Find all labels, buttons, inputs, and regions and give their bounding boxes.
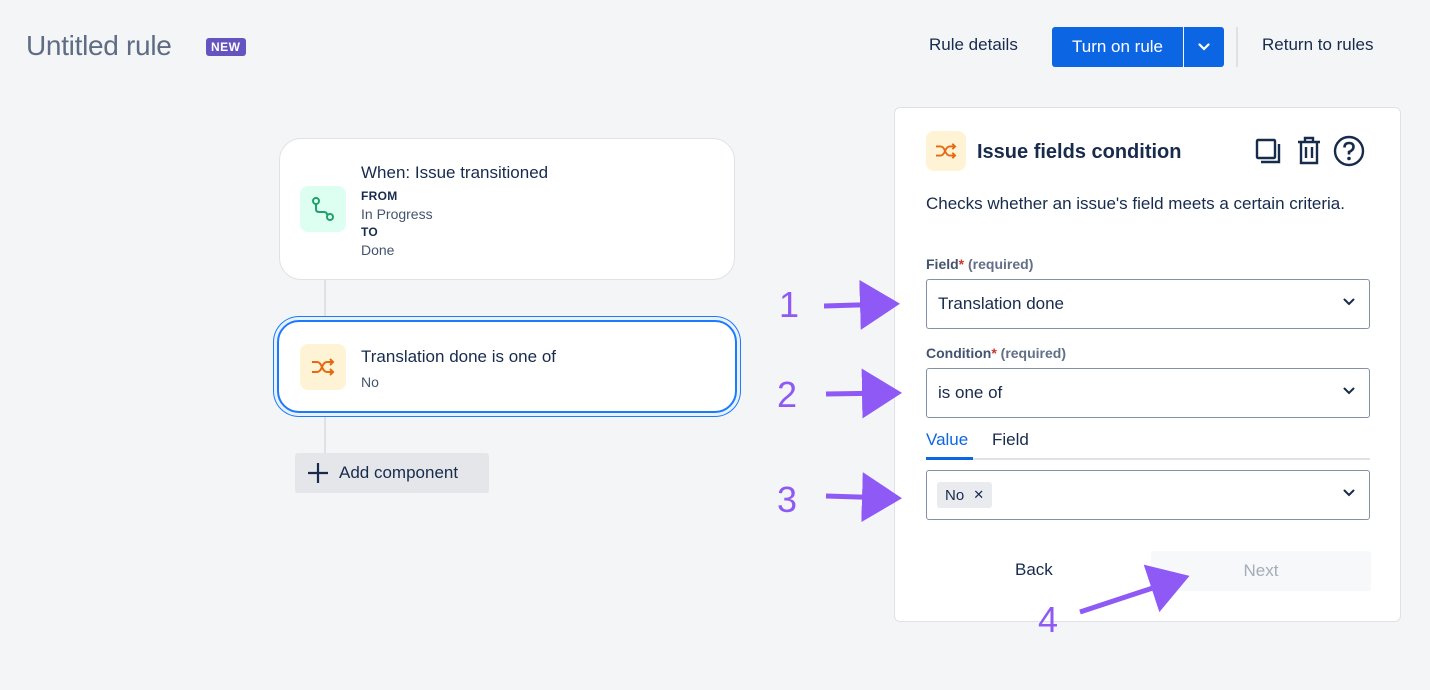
panel-title: Issue fields condition (977, 141, 1182, 163)
condition-select[interactable]: is one of (926, 368, 1370, 418)
tab-field[interactable]: Field (992, 430, 1029, 449)
annotation-arrow-3 (825, 472, 902, 523)
back-button[interactable]: Back (1015, 560, 1053, 579)
from-label: FROM (361, 189, 398, 203)
value-tag: No ✕ (937, 482, 993, 508)
annotation-arrow-1 (823, 279, 900, 330)
trigger-title: When: Issue transitioned (361, 163, 549, 182)
shuffle-icon (300, 344, 346, 390)
add-component-label: Add component (339, 463, 459, 482)
condition-subtitle: No (361, 374, 379, 390)
annotation-4: 4 (1038, 599, 1059, 640)
plus-icon (307, 462, 329, 484)
condition-title: Translation done is one of (361, 347, 556, 366)
duplicate-icon[interactable] (1251, 134, 1285, 168)
annotation-arrow-2 (825, 368, 902, 419)
chevron-down-icon (1198, 43, 1210, 51)
condition-select-value: is one of (938, 383, 1003, 402)
annotation-arrow-4 (1079, 564, 1190, 615)
condition-panel: Issue fields condition Checks whether an… (894, 107, 1401, 622)
value-tag-label: No (945, 486, 965, 504)
flow-connector (324, 280, 326, 320)
annotation-1: 1 (779, 284, 800, 325)
panel-description: Checks whether an issue's field meets a … (926, 194, 1345, 213)
turn-on-options-button[interactable] (1184, 27, 1224, 67)
field-select[interactable]: Translation done (926, 279, 1370, 329)
trash-icon[interactable] (1292, 134, 1326, 168)
field-select-value: Translation done (938, 294, 1065, 313)
chevron-down-icon (1343, 489, 1355, 497)
turn-on-rule-button[interactable]: Turn on rule (1052, 27, 1183, 67)
tab-value[interactable]: Value (926, 430, 969, 449)
annotation-3: 3 (777, 479, 798, 520)
chevron-down-icon (1343, 387, 1355, 395)
from-value: In Progress (361, 206, 433, 222)
header-divider (1236, 27, 1238, 67)
condition-label: Condition* (required) (926, 345, 1066, 361)
return-to-rules-link[interactable]: Return to rules (1262, 35, 1374, 54)
add-component-button[interactable]: Add component (295, 453, 489, 493)
trigger-card[interactable]: When: Issue transitioned FROM In Progres… (279, 138, 735, 280)
page-title: Untitled rule (26, 30, 172, 61)
rule-details-link[interactable]: Rule details (929, 35, 1018, 54)
chevron-down-icon (1343, 298, 1355, 306)
transition-icon (300, 186, 346, 232)
new-badge: NEW (206, 38, 246, 56)
field-label: Field* (required) (926, 256, 1034, 272)
annotation-2: 2 (777, 374, 798, 415)
to-label: TO (361, 225, 379, 239)
to-value: Done (361, 242, 395, 258)
shuffle-icon (926, 131, 966, 171)
flow-connector (324, 413, 326, 453)
value-field-tabs: Value Field (926, 428, 1370, 460)
remove-tag-icon[interactable]: ✕ (973, 487, 985, 502)
active-tab-indicator (926, 457, 973, 460)
value-multiselect[interactable]: No ✕ (926, 470, 1370, 520)
condition-card[interactable]: Translation done is one of No (277, 320, 737, 413)
help-icon[interactable] (1332, 134, 1366, 168)
